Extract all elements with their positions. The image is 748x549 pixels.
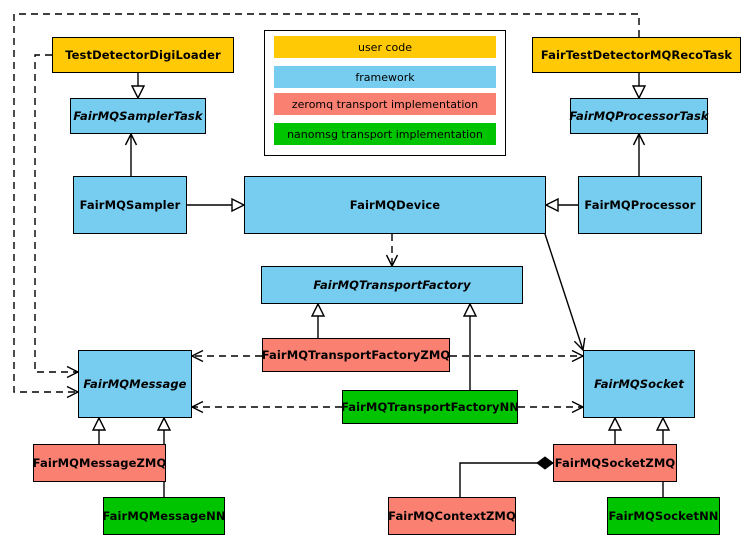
legend-item-label: zeromq transport implementation [291, 97, 479, 111]
class-node-label: FairMQSocketZMQ [554, 455, 676, 470]
inheritance-triangle-icon [655, 416, 671, 431]
edge-inherit-socketzmq-socket [607, 416, 623, 444]
edge-assoc-processor-processortask [632, 132, 646, 176]
inheritance-triangle-icon [130, 85, 146, 100]
class-node-label: FairMQSocket [594, 376, 684, 391]
inheritance-triangle-icon [156, 416, 172, 431]
class-node-label: FairMQProcessor [584, 197, 696, 212]
edge-dep-transportfactoryzmq-message [190, 349, 262, 363]
composition-diamond-icon [536, 456, 554, 470]
edge-inherit-sampler-device [187, 197, 246, 213]
class-node-label: FairMQSocketNN [608, 508, 719, 523]
arrowhead-icon [190, 349, 204, 363]
class-node-FairMQMessage[interactable]: FairMQMessage [78, 350, 192, 418]
class-node-FairTestDetectorMQRecoTask[interactable]: FairTestDetectorMQRecoTask [532, 37, 741, 73]
class-node-FairMQContextZMQ[interactable]: FairMQContextZMQ [388, 497, 516, 535]
class-node-FairMQProcessorTask[interactable]: FairMQProcessorTask [569, 98, 709, 134]
inheritance-triangle-icon [462, 302, 478, 317]
class-node-FairMQMessageNN[interactable]: FairMQMessageNN [102, 497, 226, 535]
edge-inherit-transportfactorynn-transportfactory [462, 302, 478, 390]
class-node-TestDetectorDigiLoader[interactable]: TestDetectorDigiLoader [52, 37, 234, 73]
legend-item-framework: framework [274, 66, 496, 88]
class-node-FairMQTransportFactoryNN[interactable]: FairMQTransportFactoryNN [341, 390, 519, 424]
class-node-FairMQMessageZMQ[interactable]: FairMQMessageZMQ [33, 444, 166, 482]
inheritance-triangle-icon [544, 197, 559, 213]
edge-assoc-device-socket [544, 233, 586, 352]
inheritance-triangle-icon [91, 416, 107, 431]
class-node-FairMQTransportFactoryZMQ[interactable]: FairMQTransportFactoryZMQ [262, 338, 450, 372]
class-node-label: FairTestDetectorMQRecoTask [540, 47, 733, 62]
inheritance-triangle-icon [607, 416, 623, 431]
legend-item-label: user code [357, 40, 413, 54]
class-node-label: FairMQMessage [83, 376, 187, 391]
class-node-label: FairMQTransportFactoryNN [340, 399, 520, 414]
edge-composition-socketzmq-contextzmq [459, 456, 554, 497]
inheritance-triangle-icon [231, 197, 246, 213]
edge-inherit-processor-device [544, 197, 578, 213]
class-node-label: FairMQTransportFactory [313, 277, 471, 292]
class-node-label: TestDetectorDigiLoader [65, 47, 221, 62]
class-node-label: FairMQDevice [349, 197, 441, 212]
class-node-label: FairMQMessageNN [102, 508, 226, 523]
inheritance-triangle-icon [631, 85, 647, 100]
class-node-label: FairMQTransportFactoryZMQ [261, 347, 451, 362]
edge-inherit-transportfactoryzmq-transportfactory [310, 302, 326, 338]
arrowhead-icon [124, 132, 138, 146]
edge-line [13, 13, 640, 393]
legend-item-label: framework [355, 70, 415, 84]
class-node-label: FairMQSampler [79, 197, 181, 212]
class-node-FairMQProcessor[interactable]: FairMQProcessor [578, 176, 702, 234]
class-node-FairMQSocket[interactable]: FairMQSocket [583, 350, 695, 418]
class-node-FairMQTransportFactory[interactable]: FairMQTransportFactory [261, 266, 523, 304]
edge-line [544, 233, 584, 351]
arrowhead-icon [632, 132, 646, 146]
legend-item-zeromq: zeromq transport implementation [274, 93, 496, 115]
class-node-FairMQSamplerTask[interactable]: FairMQSamplerTask [70, 98, 206, 134]
legend-item-user-code: user code [274, 36, 496, 58]
class-node-FairMQSocketZMQ[interactable]: FairMQSocketZMQ [553, 444, 677, 482]
edge-dep-transportfactorynn-socket [518, 400, 585, 414]
class-node-label: FairMQMessageZMQ [32, 455, 167, 470]
class-node-label: FairMQSamplerTask [73, 108, 203, 123]
class-node-FairMQSampler[interactable]: FairMQSampler [73, 176, 187, 234]
legend-item-label: nanomsg transport implementation [287, 127, 483, 141]
class-node-label: FairMQContextZMQ [388, 508, 516, 523]
class-node-FairMQDevice[interactable]: FairMQDevice [244, 176, 546, 234]
arrowhead-icon [190, 400, 204, 414]
edge-assoc-sampler-samplertask [124, 132, 138, 176]
edge-dep-device-transportfactory [385, 234, 399, 268]
inheritance-triangle-icon [310, 302, 326, 317]
edge-line [459, 462, 553, 497]
class-node-label: FairMQProcessorTask [569, 108, 709, 123]
edge-inherit-digiloader-samplertask [130, 73, 146, 100]
edge-dep-transportfactorynn-message [190, 400, 342, 414]
class-node-FairMQSocketNN[interactable]: FairMQSocketNN [607, 497, 720, 535]
legend-item-nanomsg: nanomsg transport implementation [274, 123, 496, 145]
edge-inherit-recotask-processortask [631, 73, 647, 100]
edge-inherit-messagezmq-message [91, 416, 107, 444]
